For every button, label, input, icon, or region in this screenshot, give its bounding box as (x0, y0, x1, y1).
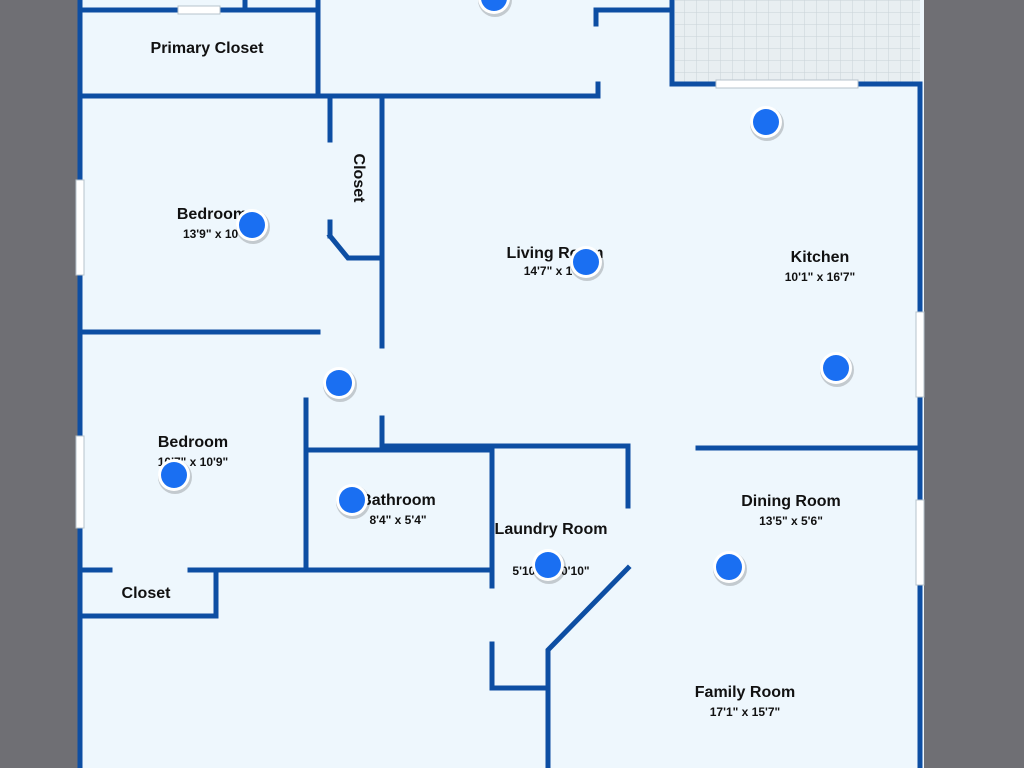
hotspot-marker[interactable] (323, 367, 357, 402)
hotspot-marker[interactable] (236, 209, 270, 244)
room-dims-living-room: 14'7" x 1 (524, 264, 573, 278)
patio-area (675, 0, 920, 82)
hotspot-dot (823, 355, 849, 381)
hotspot-marker[interactable] (336, 484, 370, 519)
room-name-laundry-room: Laundry Room (495, 521, 608, 538)
room-dims-bedroom-upper: 13'9" x 10' (183, 227, 241, 241)
hotspot-dot (161, 462, 187, 488)
room-name-dining-room: Dining Room (741, 493, 841, 510)
hotspot-dot (753, 109, 779, 135)
windows (75, 5, 925, 586)
room-name-bedroom-upper: Bedroom (177, 206, 247, 223)
floor-area (78, 0, 924, 768)
hotspot-marker[interactable] (532, 549, 566, 584)
walls (77, 0, 923, 768)
hotspot-marker[interactable] (713, 551, 747, 586)
room-name-closet-lower: Closet (122, 585, 172, 602)
hotspot-marker[interactable] (478, 0, 512, 17)
room-dims-bathroom: 8'4" x 5'4" (369, 513, 426, 527)
hotspot-marker[interactable] (570, 246, 604, 281)
hotspot-dot (535, 552, 561, 578)
hotspot-dot (326, 370, 352, 396)
room-name-family-room: Family Room (695, 684, 795, 701)
hotspot-marker[interactable] (750, 106, 784, 141)
hotspot-dot (716, 554, 742, 580)
room-name-bathroom: Bathroom (360, 492, 436, 509)
hotspot-dot (339, 487, 365, 513)
room-name-closet-upper: Closet (350, 154, 367, 204)
room-dims-dining-room: 13'5" x 5'6" (759, 514, 823, 528)
hotspot-dot (481, 0, 507, 11)
room-name-bedroom-lower: Bedroom (158, 434, 228, 451)
hotspot-dot (239, 212, 265, 238)
room-dims-family-room: 17'1" x 15'7" (710, 705, 780, 719)
room-name-kitchen: Kitchen (791, 249, 850, 266)
room-dims-kitchen: 10'1" x 16'7" (785, 270, 855, 284)
hotspot-markers (158, 0, 854, 586)
hotspot-dot (573, 249, 599, 275)
hotspot-marker[interactable] (820, 352, 854, 387)
hotspot-marker[interactable] (158, 459, 192, 494)
room-name-primary-closet: Primary Closet (151, 40, 265, 57)
room-labels: Primary Closet Closet Bedroom 13'9" x 10… (122, 40, 856, 719)
